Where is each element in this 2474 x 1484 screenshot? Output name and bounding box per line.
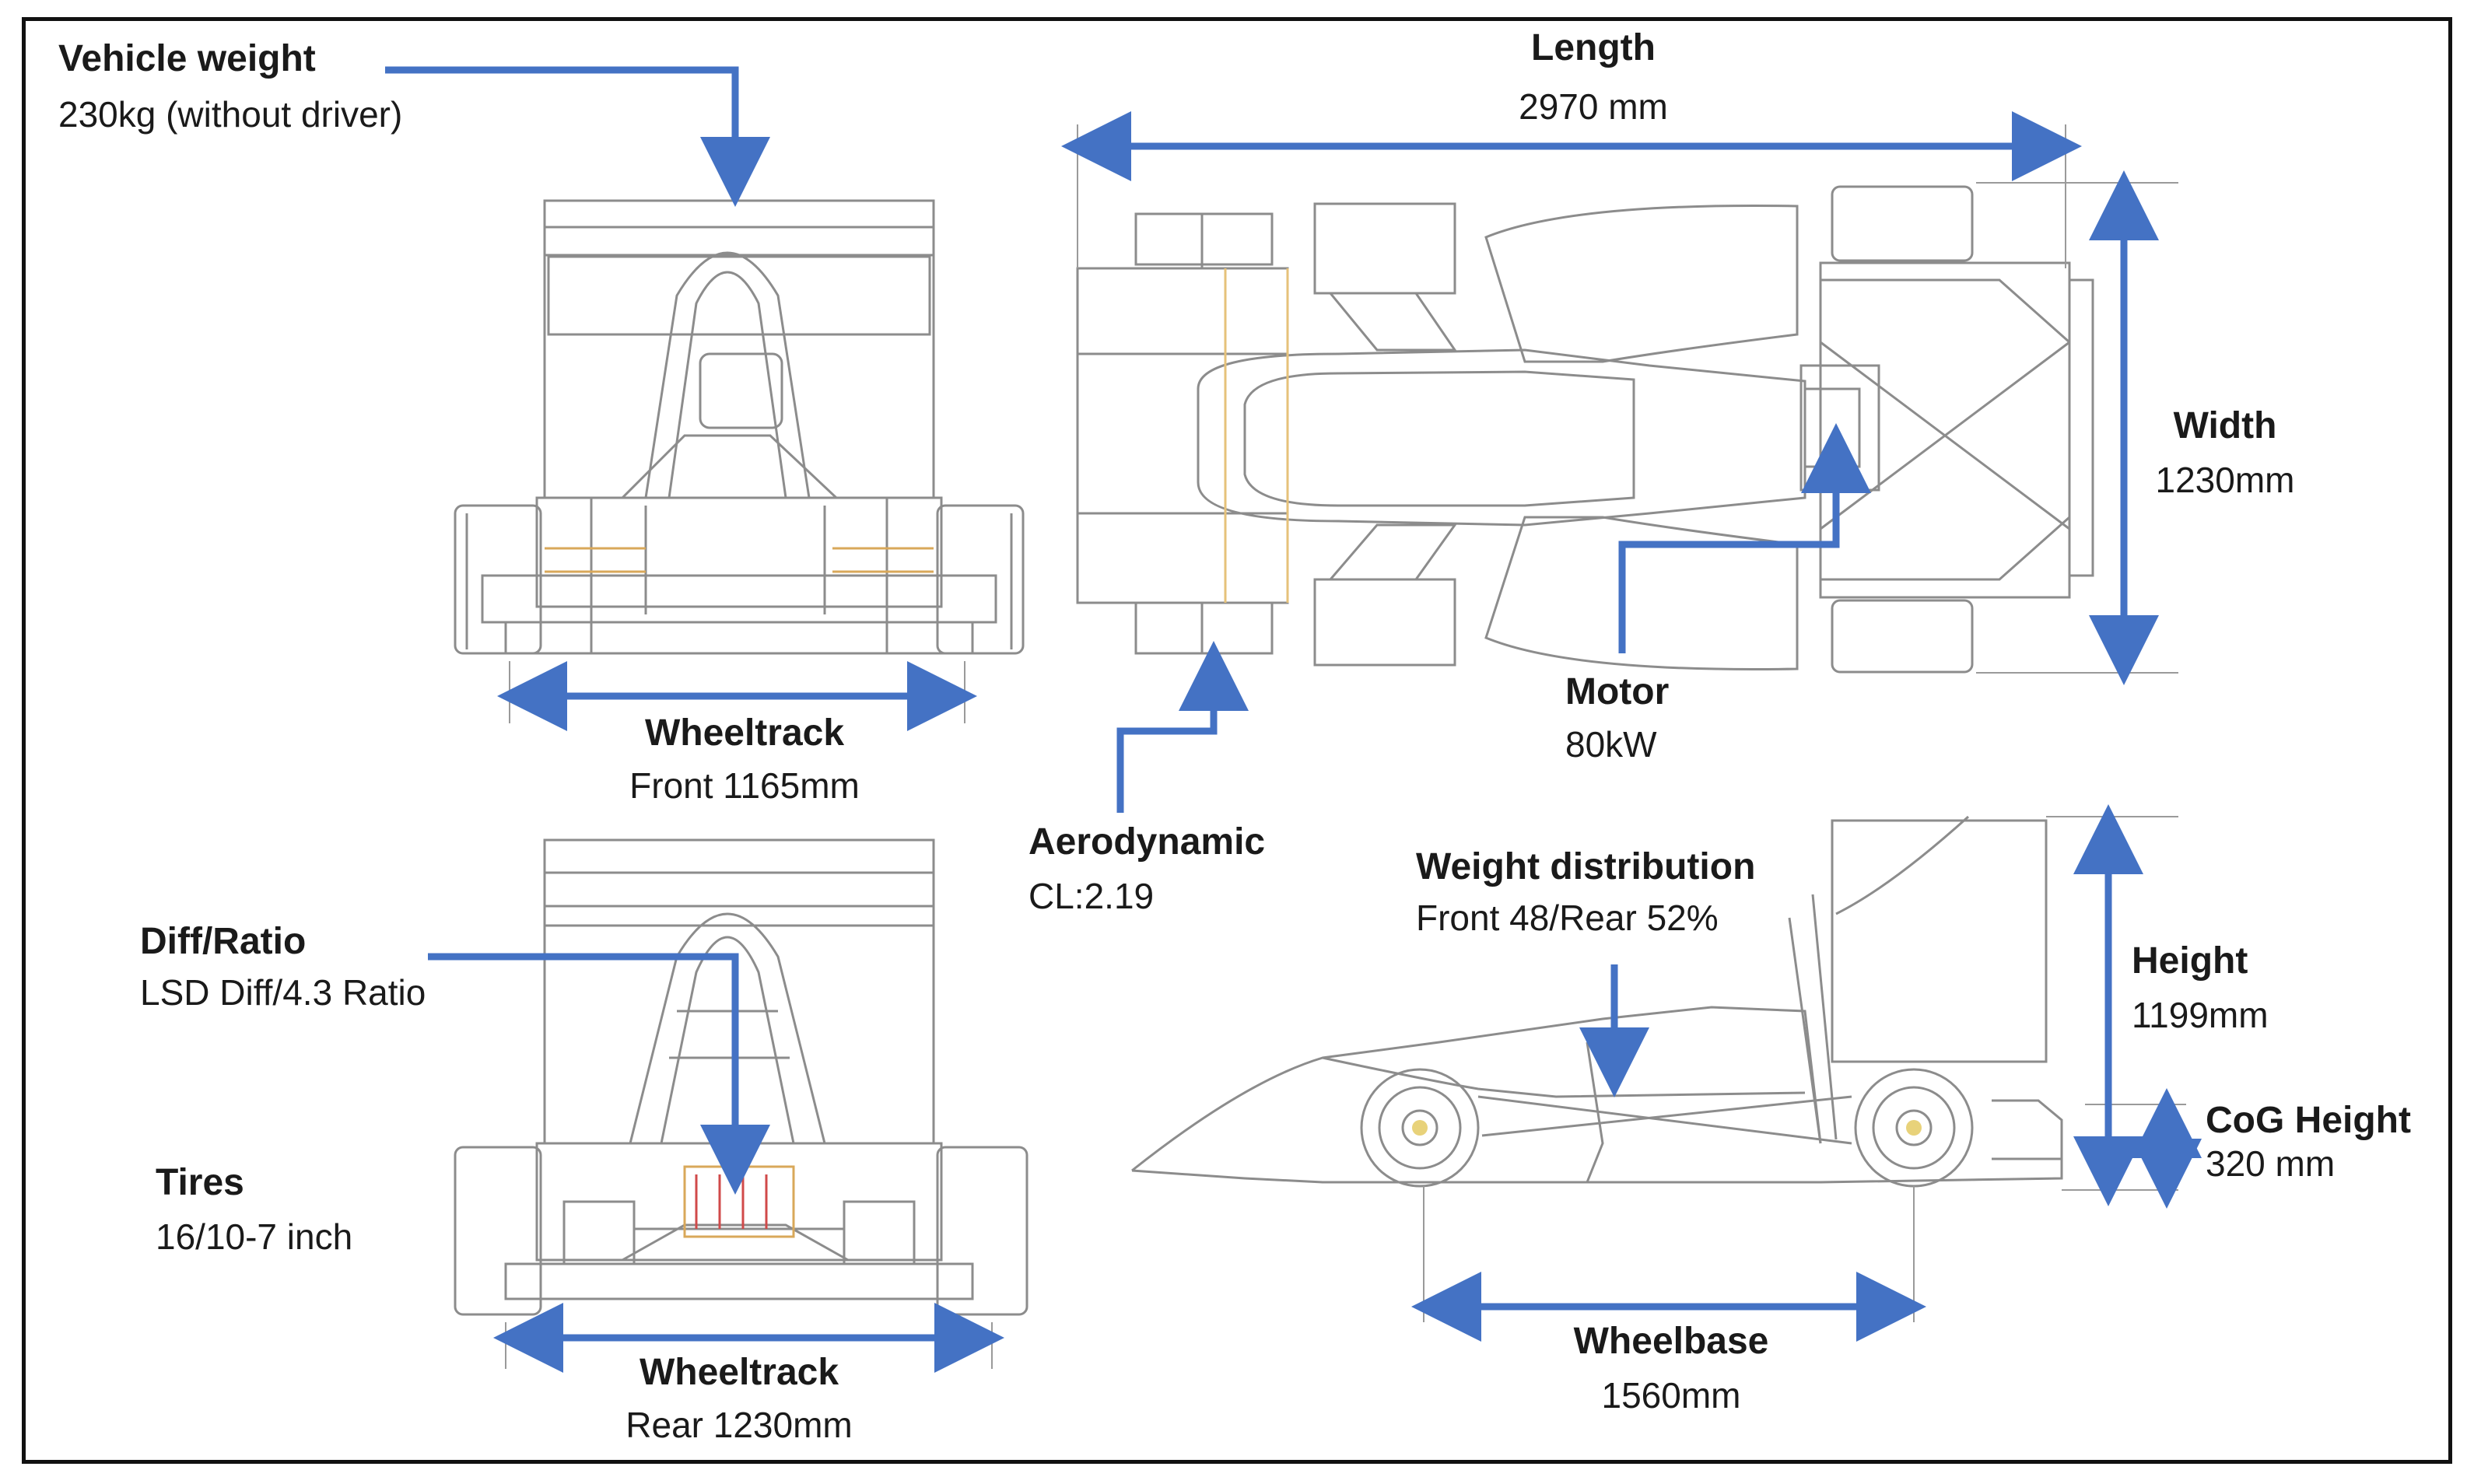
aerodynamic-leader-arrow bbox=[1116, 641, 1249, 813]
tires-value: 16/10-7 inch bbox=[156, 1216, 353, 1258]
diff-ratio-leader-arrow bbox=[428, 953, 770, 1195]
vehicle-weight-title: Vehicle weight bbox=[58, 38, 316, 79]
tires-label: Tires 16/10-7 inch bbox=[156, 1161, 352, 1258]
wheeltrack-rear-label: Wheeltrack Rear 1230mm bbox=[626, 1351, 852, 1446]
height-title: Height bbox=[2132, 940, 2248, 982]
height-value: 1199mm bbox=[2132, 995, 2269, 1036]
cog-height-label: CoG Height 320 mm bbox=[2206, 1099, 2411, 1185]
motor-value: 80kW bbox=[1565, 724, 1657, 765]
wheeltrack-front-title: Wheeltrack bbox=[644, 712, 845, 754]
diff-ratio-value: LSD Diff/4.3 Ratio bbox=[140, 972, 426, 1013]
dimension-arrows bbox=[385, 66, 2202, 1373]
wheeltrack-front-label: Wheeltrack Front 1165mm bbox=[629, 712, 860, 807]
side-view-wheel-hubs bbox=[1412, 1120, 1922, 1136]
front-view-accent bbox=[545, 547, 934, 573]
vehicle-weight-label: Vehicle weight 230kg (without driver) bbox=[58, 37, 402, 135]
side-view-drawing bbox=[1131, 815, 2063, 1188]
height-label: Height 1199mm bbox=[2132, 940, 2269, 1036]
wheeltrack-front-value: Front 1165mm bbox=[629, 765, 860, 807]
length-value: 2970 mm bbox=[1519, 86, 1668, 128]
vehicle-weight-value: 230kg (without driver) bbox=[58, 94, 403, 135]
front-view-drawing bbox=[454, 199, 1025, 655]
width-value: 1230mm bbox=[2155, 460, 2295, 501]
diff-ratio-title: Diff/Ratio bbox=[140, 921, 307, 962]
width-label: Width 1230mm bbox=[2156, 404, 2295, 501]
wheelbase-value: 1560mm bbox=[1601, 1375, 1741, 1416]
diagram-frame bbox=[22, 17, 2452, 1464]
wheelbase-title: Wheelbase bbox=[1573, 1321, 1769, 1362]
motor-title: Motor bbox=[1565, 671, 1670, 712]
cog-height-title: CoG Height bbox=[2206, 1100, 2411, 1141]
wheelbase-label: Wheelbase 1560mm bbox=[1574, 1320, 1769, 1416]
width-title: Width bbox=[2173, 405, 2277, 446]
cog-height-value: 320 mm bbox=[2206, 1143, 2336, 1185]
aerodynamic-label: Aerodynamic CL:2.19 bbox=[1028, 821, 1265, 917]
aerodynamic-title: Aerodynamic bbox=[1028, 821, 1266, 863]
motor-leader-arrow bbox=[1618, 423, 1871, 653]
tires-title: Tires bbox=[156, 1162, 244, 1203]
aerodynamic-value: CL:2.19 bbox=[1028, 876, 1155, 917]
vehicle-weight-leader-arrow bbox=[385, 66, 770, 207]
weight-distribution-title: Weight distribution bbox=[1416, 846, 1756, 887]
weight-distribution-label: Weight distribution Front 48/Rear 52% bbox=[1416, 845, 1755, 939]
length-title: Length bbox=[1531, 27, 1656, 68]
wheeltrack-rear-title: Wheeltrack bbox=[639, 1352, 839, 1393]
diff-ratio-label: Diff/Ratio LSD Diff/4.3 Ratio bbox=[140, 920, 426, 1013]
wheeltrack-rear-value: Rear 1230mm bbox=[626, 1405, 853, 1446]
top-view-drawing bbox=[1076, 185, 2094, 674]
top-view-accent bbox=[1224, 268, 1289, 603]
rear-view-drawing bbox=[454, 838, 1028, 1316]
length-label: Length 2970 mm bbox=[1519, 26, 1668, 128]
motor-label: Motor 80kW bbox=[1565, 670, 1669, 765]
rear-view-differential-red bbox=[695, 1174, 768, 1229]
weight-distribution-value: Front 48/Rear 52% bbox=[1416, 898, 1719, 939]
